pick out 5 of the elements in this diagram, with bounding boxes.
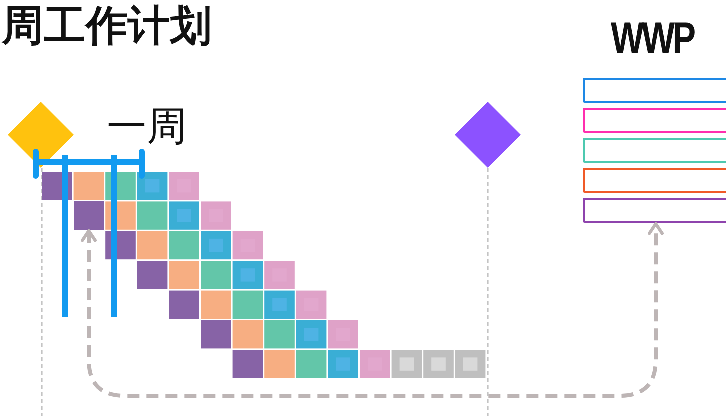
stack-heading: WWP — [611, 14, 694, 64]
dashed-arrow — [81, 222, 664, 398]
schedule-cell — [74, 201, 104, 230]
week-label: 一周 — [107, 103, 187, 152]
title: 周工作计划 — [2, 0, 212, 52]
